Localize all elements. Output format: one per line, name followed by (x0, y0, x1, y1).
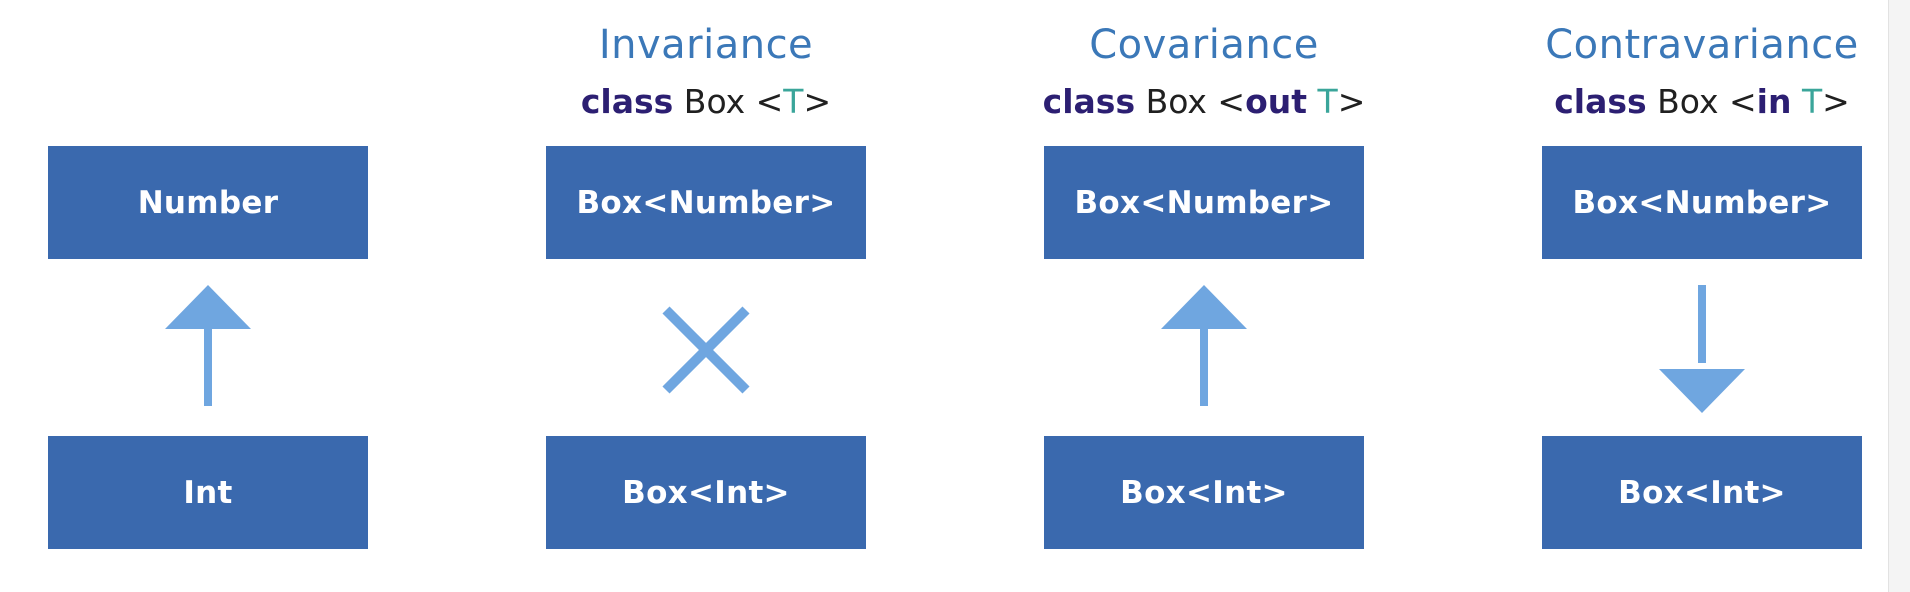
column-invariance: Invariance class Box <T> Box<Number> Box… (546, 0, 866, 592)
class-name: Box < (1135, 82, 1246, 121)
box-box-int: Box<Int> (1542, 436, 1862, 549)
column-covariance: Covariance class Box <out T> Box<Number>… (1043, 0, 1365, 592)
arrow-up-icon (1044, 265, 1364, 415)
box-box-number: Box<Number> (1542, 146, 1862, 259)
class-name: Box < (673, 82, 784, 121)
declaration-close: > (803, 82, 832, 121)
arrow-down-icon (1542, 265, 1862, 415)
column-contravariance: Contravariance class Box <in T> Box<Numb… (1542, 0, 1862, 592)
cross-icon (546, 265, 866, 415)
box-box-number: Box<Number> (1044, 146, 1364, 259)
declaration-invariance: class Box <T> (506, 80, 906, 124)
box-box-number: Box<Number> (546, 146, 866, 259)
declaration-covariance: class Box <out T> (1004, 80, 1404, 124)
declaration-close: > (1337, 82, 1366, 121)
variance-modifier-in: in (1756, 82, 1792, 121)
type-param: T (783, 82, 804, 121)
window-edge (1888, 0, 1910, 592)
class-name: Box < (1646, 82, 1757, 121)
box-box-int: Box<Int> (1044, 436, 1364, 549)
type-param: T (1791, 82, 1823, 121)
keyword-class: class (580, 82, 674, 121)
heading-invariance: Invariance (598, 22, 814, 68)
box-number: Number (48, 146, 368, 259)
keyword-class: class (1554, 82, 1647, 121)
box-int: Int (48, 436, 368, 549)
heading-contravariance: Contravariance (1545, 22, 1859, 68)
column-base-types: Number Int (48, 0, 368, 592)
box-box-int: Box<Int> (546, 436, 866, 549)
heading-covariance: Covariance (1089, 22, 1319, 68)
arrow-up-icon (48, 265, 368, 415)
type-param: T (1307, 82, 1338, 121)
declaration-contravariance: class Box <in T> (1502, 80, 1902, 124)
variance-modifier-out: out (1245, 82, 1308, 121)
declaration-close: > (1822, 82, 1850, 121)
keyword-class: class (1042, 82, 1136, 121)
